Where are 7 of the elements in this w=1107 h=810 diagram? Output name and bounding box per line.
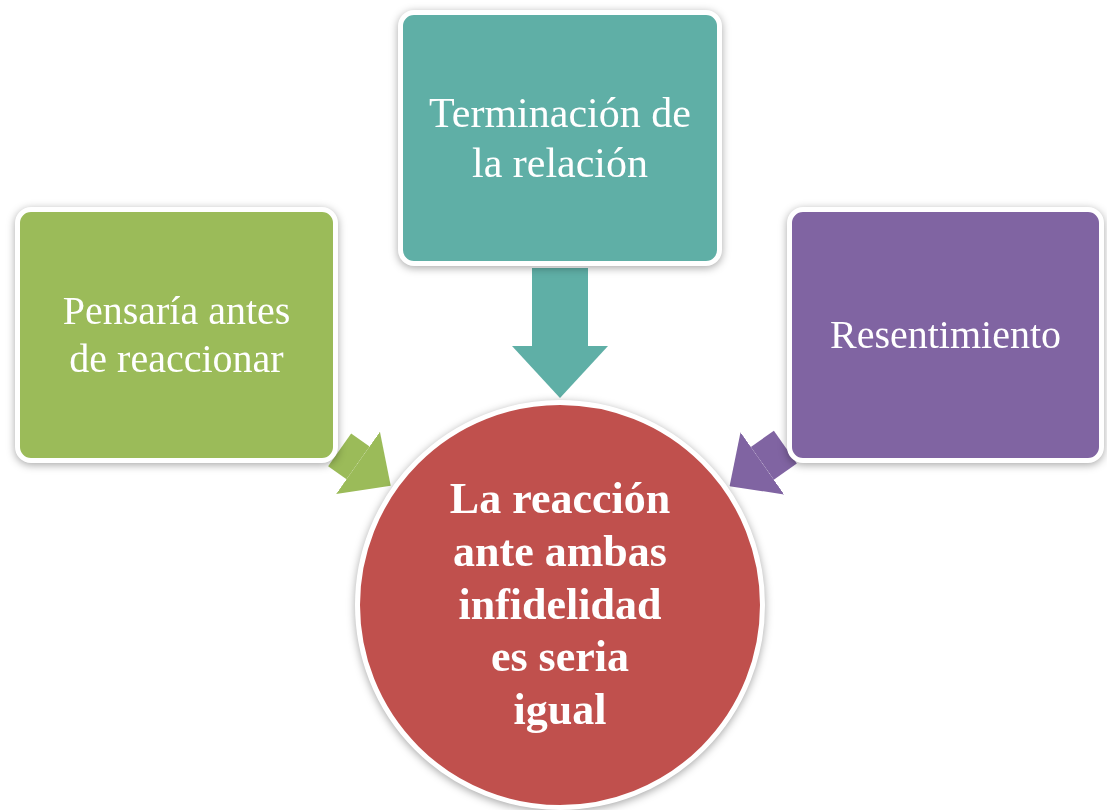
block-arrow — [328, 431, 391, 494]
node-text: Resentimiento — [829, 311, 1062, 359]
block-arrow — [512, 268, 608, 398]
node-text: La reacción ante ambas infidelidad es seria igual — [448, 473, 672, 737]
node-text: Pensaría antes de reaccionar — [61, 287, 292, 383]
node-text: Terminación de la relación — [428, 88, 692, 188]
block-arrow — [729, 430, 797, 495]
